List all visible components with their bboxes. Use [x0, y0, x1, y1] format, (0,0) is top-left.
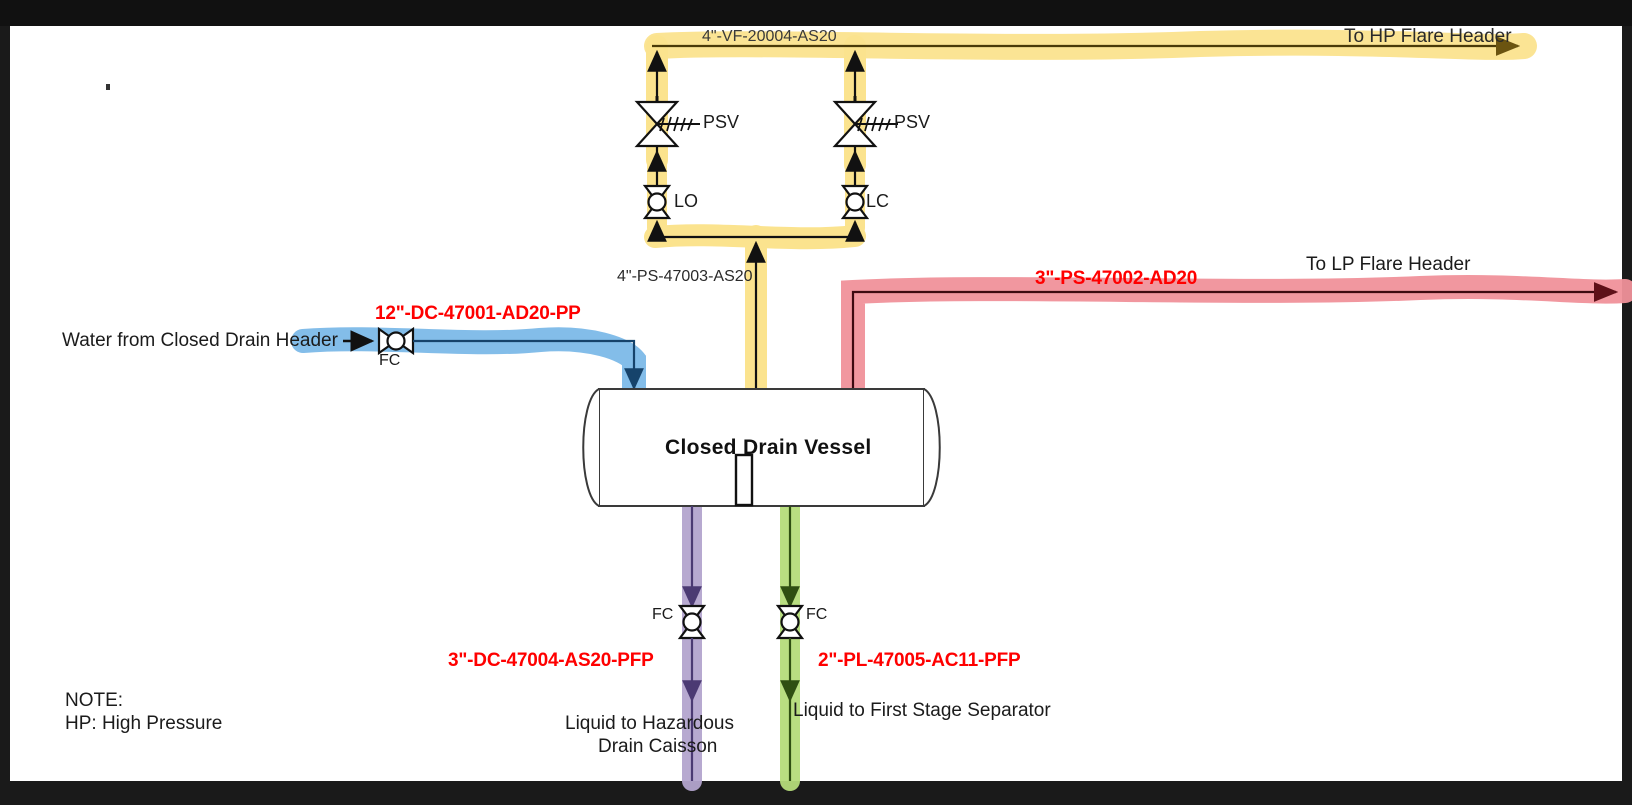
- label-first-stage-tag: 2"-PL-47005-AC11-PFP: [818, 650, 1021, 671]
- vessel-internal-baffle: [734, 453, 754, 507]
- label-lp-flare-tag: 3"-PS-47002-AD20: [1035, 268, 1198, 289]
- label-lo-valve: LO: [674, 191, 699, 211]
- label-hazardous-fc-valve: FC: [652, 606, 674, 623]
- lo-valve-symbol[interactable]: [642, 184, 672, 220]
- psv-left-symbol[interactable]: [634, 96, 700, 148]
- closed-drain-vessel-symbol[interactable]: [582, 388, 941, 507]
- pipe-water-inlet: [413, 339, 644, 391]
- pipe-lp-flare: [851, 282, 1619, 400]
- first-stage-fc-valve-symbol[interactable]: [775, 604, 805, 640]
- stray-dot-marker: [106, 84, 110, 90]
- label-water-source: Water from Closed Drain Header: [62, 330, 338, 351]
- label-inlet-fc-valve: FC: [379, 352, 401, 369]
- left-frame-bar: [0, 26, 10, 781]
- note-line-1: HP: High Pressure: [65, 713, 223, 734]
- highlight-lp-flare: [841, 275, 1632, 422]
- label-hp-flare-header: To HP Flare Header: [1344, 26, 1512, 47]
- label-hazardous-destination-line1: Liquid to Hazardous: [565, 713, 734, 734]
- label-hazardous-destination-line2: Drain Caisson: [598, 736, 718, 757]
- label-first-stage-fc-valve: FC: [806, 606, 828, 623]
- inlet-fc-valve-symbol[interactable]: [377, 326, 415, 356]
- note-heading: NOTE:: [65, 690, 124, 711]
- hazardous-fc-valve-symbol[interactable]: [677, 604, 707, 640]
- label-psv-inlet-tag: 4"-PS-47003-AS20: [617, 268, 753, 285]
- label-lc-valve: LC: [866, 191, 890, 211]
- label-psv-right: PSV: [894, 112, 931, 132]
- label-first-stage-destination: Liquid to First Stage Separator: [793, 700, 1051, 721]
- label-hp-vent-tag: 4"-VF-20004-AS20: [702, 28, 837, 45]
- label-hazardous-tag: 3"-DC-47004-AS20-PFP: [448, 650, 654, 671]
- psv-right-symbol[interactable]: [832, 96, 898, 148]
- label-water-inlet-tag: 12"-DC-47001-AD20-PP: [375, 303, 581, 324]
- bottom-frame-bar: [0, 781, 1632, 805]
- label-psv-left: PSV: [703, 112, 740, 132]
- vessel-title-label: Closed Drain Vessel: [665, 436, 872, 459]
- right-frame-bar: [1622, 26, 1632, 781]
- top-frame-bar: [0, 0, 1632, 26]
- label-lp-flare-header: To LP Flare Header: [1306, 254, 1471, 275]
- lc-valve-symbol[interactable]: [840, 184, 870, 220]
